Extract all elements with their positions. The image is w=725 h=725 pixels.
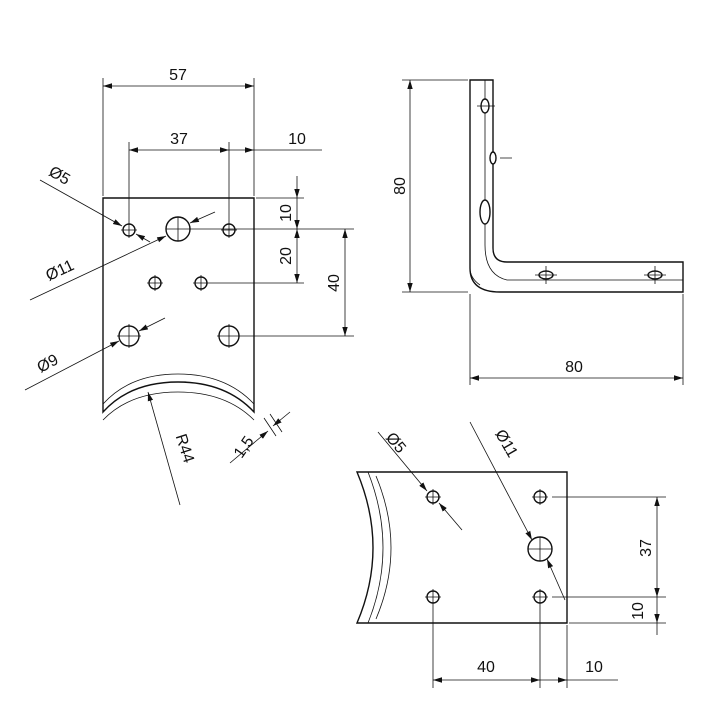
dim-edge-10: 10 [288,131,306,148]
dim-20: 20 [278,247,295,265]
dia-5-label: Ø5 [46,163,73,188]
bottom-plate-outline [355,471,568,624]
bottom-dim-10-vertical: 10 [630,602,647,620]
side-bracket-inner [484,80,683,281]
dim-top-10: 10 [278,204,295,222]
bottom-view: Ø5 Ø11 37 10 40 10 [355,421,666,688]
bottom-dia-11-label: Ø11 [491,427,520,461]
bottom-plate-bend-edge [375,475,392,620]
radius-label: R44 [172,432,197,465]
side-bracket-bend [469,267,481,286]
side-hole-lower [479,199,491,225]
front-plate-outline [102,197,255,414]
front-plate-bend-edge [102,391,255,421]
bottom-dim-37: 37 [638,539,655,557]
side-bracket-outline [469,79,684,293]
dim-40: 40 [326,274,343,292]
side-width-80: 80 [565,359,583,376]
dim-holes-37: 37 [170,131,188,148]
side-height-80: 80 [392,177,409,195]
front-plate-inner-curve [102,373,255,405]
thickness-label: 1,5 [231,433,258,461]
hole-center-marks [117,217,241,348]
bottom-plate-inner-curve [367,471,384,624]
dim-width-57: 57 [169,67,187,84]
front-view: 57 37 10 10 20 40 Ø5 Ø11 Ø9 [24,67,354,506]
bottom-dim-40: 40 [477,659,495,676]
side-hole-middle [489,151,497,165]
bottom-dim-10-horizontal: 10 [585,659,603,676]
side-view: 80 80 [392,79,684,385]
front-holes [117,216,241,348]
bottom-dia-5-label: Ø5 [382,429,409,456]
